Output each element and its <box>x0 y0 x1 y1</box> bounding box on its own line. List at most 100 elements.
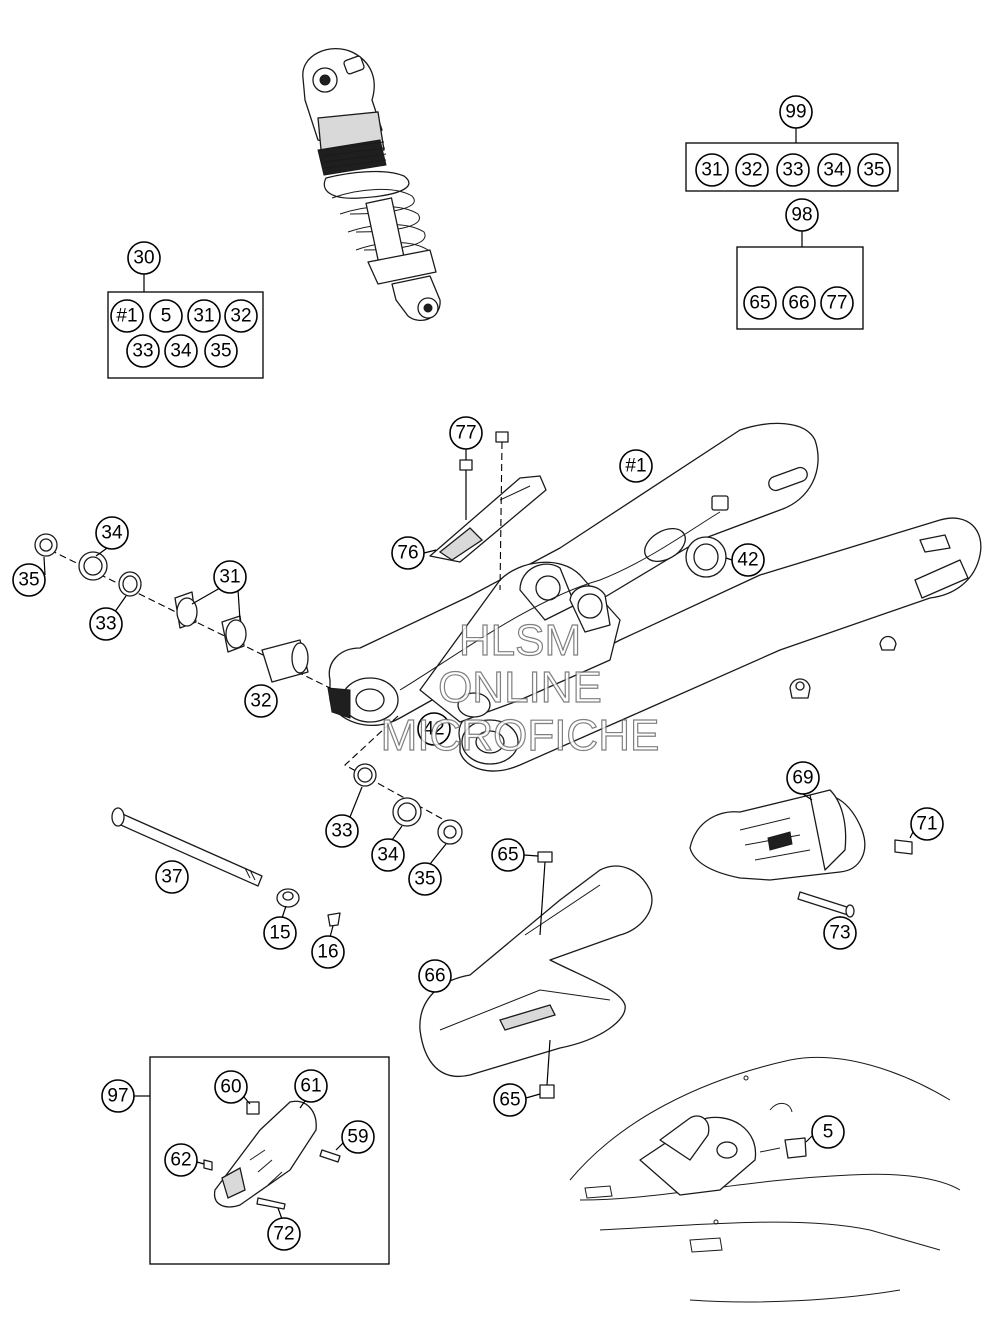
callout-15[interactable]: 15 <box>263 916 297 950</box>
kit-98-callout[interactable]: 98 <box>785 198 819 232</box>
svg-text:16: 16 <box>317 942 338 963</box>
kit-99-item[interactable]: 33 <box>776 153 810 187</box>
svg-text:71: 71 <box>916 814 937 835</box>
svg-text:66: 66 <box>788 293 809 314</box>
svg-text:65: 65 <box>499 1090 520 1111</box>
callout-42[interactable]: 42 <box>417 712 451 746</box>
callout-61[interactable]: 61 <box>294 1069 328 1103</box>
kit-30-item[interactable]: #1 <box>110 299 144 333</box>
svg-text:5: 5 <box>161 306 172 327</box>
kit-30: 30 #1 5 31 32 33 34 35 <box>107 241 264 379</box>
svg-text:#1: #1 <box>116 306 137 327</box>
bolt-77 <box>459 459 473 520</box>
kit-30-item[interactable]: 33 <box>126 334 160 368</box>
callout-62[interactable]: 62 <box>164 1143 198 1177</box>
svg-text:30: 30 <box>133 248 154 269</box>
kit-99-item[interactable]: 35 <box>857 153 891 187</box>
svg-text:69: 69 <box>792 768 813 789</box>
svg-text:32: 32 <box>741 160 762 181</box>
callout-60[interactable]: 60 <box>214 1070 248 1104</box>
watermark-line-3: MICROFICHE <box>381 711 660 760</box>
kit-30-item[interactable]: 35 <box>204 334 238 368</box>
callout-35[interactable]: 35 <box>12 563 46 597</box>
svg-text:35: 35 <box>414 869 435 890</box>
kit-98-item[interactable]: 65 <box>743 286 777 320</box>
kit-30-item[interactable]: 34 <box>164 334 198 368</box>
callout-71[interactable]: 71 <box>910 807 944 841</box>
svg-text:59: 59 <box>347 1127 368 1148</box>
kit-97-callout[interactable]: 97 <box>101 1079 135 1113</box>
chain-slider <box>419 851 653 1099</box>
watermark-line-2: ONLINE <box>438 663 602 712</box>
callout-32[interactable]: 32 <box>244 684 278 718</box>
callout-16[interactable]: 16 <box>311 935 345 969</box>
svg-text:33: 33 <box>782 160 803 181</box>
svg-text:34: 34 <box>101 523 123 544</box>
svg-text:35: 35 <box>18 570 39 591</box>
kit-99-item[interactable]: 34 <box>817 153 851 187</box>
kit-98: 98 65 66 77 <box>736 198 864 330</box>
callout-76[interactable]: 76 <box>391 536 425 570</box>
svg-text:76: 76 <box>397 543 418 564</box>
callout-33[interactable]: 33 <box>89 607 123 641</box>
svg-text:5: 5 <box>823 1122 834 1143</box>
kit-98-item[interactable]: 77 <box>820 286 854 320</box>
callout-5[interactable]: 5 <box>811 1115 845 1149</box>
inset-detail <box>569 1056 961 1303</box>
callout-42[interactable]: 42 <box>731 543 765 577</box>
svg-text:34: 34 <box>823 160 845 181</box>
kit-30-callout[interactable]: 30 <box>127 241 161 275</box>
svg-text:15: 15 <box>269 923 290 944</box>
callout-59[interactable]: 59 <box>341 1120 375 1154</box>
svg-text:62: 62 <box>170 1150 191 1171</box>
svg-text:33: 33 <box>95 614 116 635</box>
pivot-axle <box>111 807 263 887</box>
callout-69[interactable]: 69 <box>786 761 820 795</box>
callout-34[interactable]: 34 <box>371 838 405 872</box>
chain-guide <box>689 789 913 918</box>
svg-text:31: 31 <box>701 160 722 181</box>
svg-text:72: 72 <box>273 1224 294 1245</box>
bolt-77 <box>495 431 509 591</box>
svg-text:34: 34 <box>377 845 399 866</box>
svg-text:73: 73 <box>829 923 850 944</box>
callout-35[interactable]: 35 <box>408 862 442 896</box>
callout-37[interactable]: 37 <box>155 860 189 894</box>
screw-65 <box>537 851 553 936</box>
svg-text:61: 61 <box>300 1076 321 1097</box>
kit-98-item[interactable]: 66 <box>782 286 816 320</box>
svg-text:32: 32 <box>230 306 251 327</box>
callout-66[interactable]: 66 <box>418 959 452 993</box>
callout-73[interactable]: 73 <box>823 916 857 950</box>
callout-77[interactable]: 77 <box>449 416 483 450</box>
svg-text:35: 35 <box>863 160 884 181</box>
svg-text:99: 99 <box>785 102 806 123</box>
nut-15 <box>276 888 300 908</box>
kit-99-item[interactable]: 32 <box>735 153 769 187</box>
callout-34[interactable]: 34 <box>95 516 129 550</box>
callout-33[interactable]: 33 <box>325 814 359 848</box>
svg-text:65: 65 <box>749 293 770 314</box>
svg-text:35: 35 <box>210 341 231 362</box>
callout-31[interactable]: 31 <box>213 560 247 594</box>
kit-30-item[interactable]: 5 <box>149 299 183 333</box>
callout-65[interactable]: 65 <box>491 838 525 872</box>
svg-text:77: 77 <box>455 423 476 444</box>
screw-65 <box>539 1039 555 1099</box>
svg-text:60: 60 <box>220 1077 241 1098</box>
callouts: 77 #1 76 42 42 34 31 35 33 32 33 34 35 <box>12 416 944 1251</box>
callout-frame-1[interactable]: #1 <box>619 449 653 483</box>
svg-text:#1: #1 <box>625 456 646 477</box>
watermark: HLSM ONLINE MICROFICHE <box>380 615 660 760</box>
kit-30-item[interactable]: 31 <box>187 299 221 333</box>
svg-text:77: 77 <box>826 293 847 314</box>
callout-65[interactable]: 65 <box>493 1083 527 1117</box>
kit-99-callout[interactable]: 99 <box>779 95 813 129</box>
kit-30-item[interactable]: 32 <box>224 299 258 333</box>
callout-72[interactable]: 72 <box>267 1217 301 1251</box>
kit-99-item[interactable]: 31 <box>695 153 729 187</box>
svg-text:32: 32 <box>250 691 271 712</box>
svg-text:97: 97 <box>107 1086 128 1107</box>
watermark-line-1: HLSM <box>459 616 581 665</box>
